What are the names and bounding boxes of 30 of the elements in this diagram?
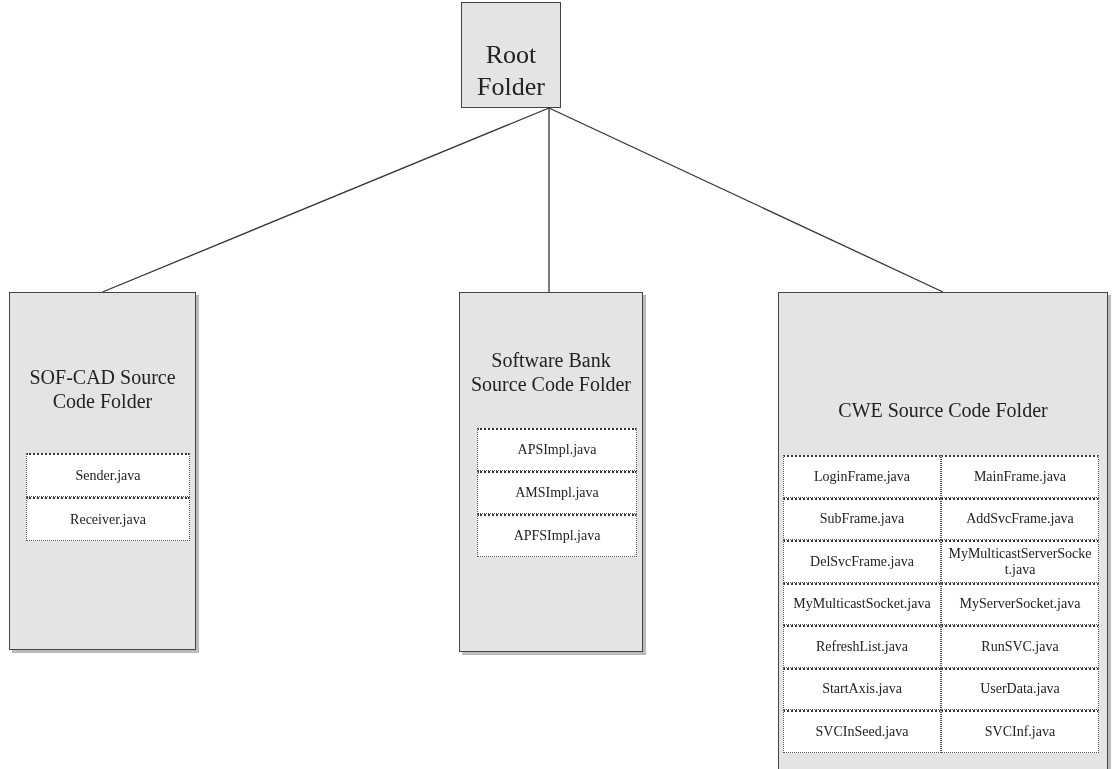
file-cell: RunSVC.java bbox=[941, 625, 1099, 668]
file-cell: MyMulticastSocket.java bbox=[783, 582, 941, 625]
file-cell: MyMulticastServerSocket.java bbox=[941, 540, 1099, 583]
connector-line bbox=[101, 107, 550, 293]
file-cell: AddSvcFrame.java bbox=[941, 497, 1099, 540]
connector-line bbox=[548, 107, 550, 293]
file-cell: LoginFrame.java bbox=[783, 455, 941, 498]
connector-line bbox=[548, 107, 944, 293]
file-cell: SubFrame.java bbox=[783, 497, 941, 540]
folder-heading: SOF-CAD Source Code Folder bbox=[28, 365, 177, 413]
root-folder-box bbox=[461, 2, 561, 108]
file-cell: SVCInf.java bbox=[941, 710, 1099, 753]
file-cell: Sender.java bbox=[26, 453, 190, 497]
file-cell: AMSImpl.java bbox=[477, 471, 637, 514]
folder-panel bbox=[778, 292, 1108, 769]
file-cell: MyServerSocket.java bbox=[941, 582, 1099, 625]
file-cell: Receiver.java bbox=[26, 497, 190, 541]
file-cell: DelSvcFrame.java bbox=[783, 540, 941, 583]
file-cell: UserData.java bbox=[941, 667, 1099, 710]
folder-panel bbox=[459, 292, 643, 652]
node-label: Root Folder bbox=[476, 39, 546, 103]
folder-panel bbox=[9, 292, 196, 650]
folder-heading: CWE Source Code Folder bbox=[837, 398, 1049, 422]
file-cell: RefreshList.java bbox=[783, 625, 941, 668]
folder-heading: Software Bank Source Code Folder bbox=[470, 348, 632, 396]
file-cell: APFSImpl.java bbox=[477, 514, 637, 557]
file-cell: APSImpl.java bbox=[477, 428, 637, 471]
file-cell: StartAxis.java bbox=[783, 667, 941, 710]
file-cell: MainFrame.java bbox=[941, 455, 1099, 498]
file-cell: SVCInSeed.java bbox=[783, 710, 941, 753]
